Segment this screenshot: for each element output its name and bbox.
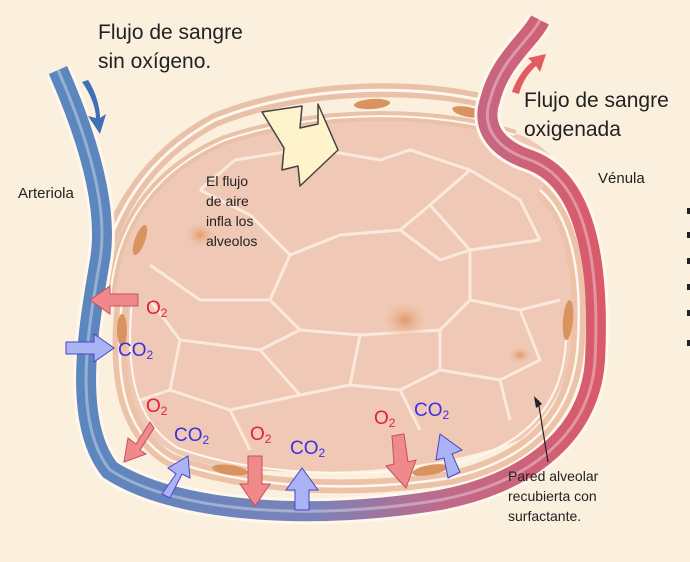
arteriole-label: Arteriola bbox=[18, 185, 74, 202]
co2-label: CO2 bbox=[414, 400, 450, 422]
o2-arrow-icon bbox=[239, 455, 271, 507]
alveolar-wall-label: Pared alveolar recubierta con surfactant… bbox=[508, 466, 598, 526]
o2-arrow-icon bbox=[385, 433, 417, 489]
air-flow-label-line3: infla los bbox=[206, 213, 254, 229]
edge-artifact bbox=[687, 310, 690, 316]
co2-label: CO2 bbox=[290, 438, 326, 460]
air-flow-label-line4: alveolos bbox=[206, 233, 258, 249]
oxygenated-flow-label-line1: Flujo de sangre bbox=[524, 89, 669, 112]
co2-arrow-icon bbox=[161, 455, 191, 499]
wall-cell bbox=[132, 224, 148, 256]
edge-artifact bbox=[687, 258, 690, 264]
deoxygenated-flow-label: Flujo de sangre sin oxígeno. bbox=[98, 18, 243, 76]
wall-cell bbox=[562, 300, 574, 340]
edge-artifact bbox=[687, 340, 690, 346]
co2-arrow-icon bbox=[435, 433, 464, 479]
venule-label: Vénula bbox=[598, 170, 645, 187]
cell-nucleus bbox=[182, 221, 218, 249]
alveolar-wall-label-line3: surfactante. bbox=[508, 508, 582, 524]
blood-flow-in-arrow-icon bbox=[82, 80, 106, 134]
co2-arrow-icon bbox=[285, 467, 319, 511]
deoxygenated-flow-label-line1: Flujo de sangre bbox=[98, 21, 243, 44]
edge-artifact bbox=[687, 208, 690, 214]
alveolus-interior bbox=[115, 116, 586, 473]
wall-label-pointer bbox=[537, 399, 549, 463]
o2-label: O2 bbox=[374, 408, 396, 430]
alveolar-wall-inner-line bbox=[109, 115, 516, 301]
cell-nucleus bbox=[506, 345, 534, 365]
air-flow-label-line1: El flujo bbox=[206, 173, 249, 189]
deoxygenated-flow-label-line2: sin oxígeno. bbox=[98, 50, 212, 73]
alveolar-cell-network bbox=[139, 146, 561, 451]
wall-cell bbox=[117, 314, 127, 346]
co2-label: CO2 bbox=[174, 425, 210, 447]
co2-arrow-icon bbox=[65, 333, 115, 363]
capillary-vessel-highlight bbox=[56, 19, 598, 513]
edge-artifact bbox=[687, 284, 690, 290]
air-flow-arrow-icon bbox=[261, 103, 339, 187]
co2-label: CO2 bbox=[118, 340, 154, 362]
o2-arrow-icon bbox=[123, 421, 155, 463]
edge-artifact bbox=[687, 232, 690, 238]
air-flow-label: El flujo de aire infla los alveolos bbox=[206, 171, 257, 251]
o2-label: O2 bbox=[146, 396, 168, 418]
alveolar-lining-line bbox=[129, 299, 567, 474]
blood-flow-out-arrow-icon bbox=[512, 54, 546, 94]
wall-cell bbox=[412, 464, 448, 476]
alveolar-wall-label-line1: Pared alveolar bbox=[508, 468, 599, 484]
o2-arrow-icon bbox=[89, 285, 139, 315]
wall-cell bbox=[212, 464, 248, 476]
wall-cell bbox=[354, 98, 390, 110]
oxygenated-flow-label-line2: oxigenada bbox=[524, 118, 621, 141]
alveolar-lining-line bbox=[118, 189, 580, 488]
oxygenated-flow-label: Flujo de sangre oxigenada bbox=[524, 86, 669, 144]
wall-label-pointer-head bbox=[534, 396, 542, 408]
o2-label: O2 bbox=[146, 298, 168, 320]
capillary-vessel bbox=[48, 14, 606, 522]
cell-nucleus bbox=[379, 298, 431, 342]
alveolar-wall-label-line2: recubierta con bbox=[508, 488, 597, 504]
air-flow-label-line2: de aire bbox=[206, 193, 249, 209]
o2-label: O2 bbox=[250, 424, 272, 446]
